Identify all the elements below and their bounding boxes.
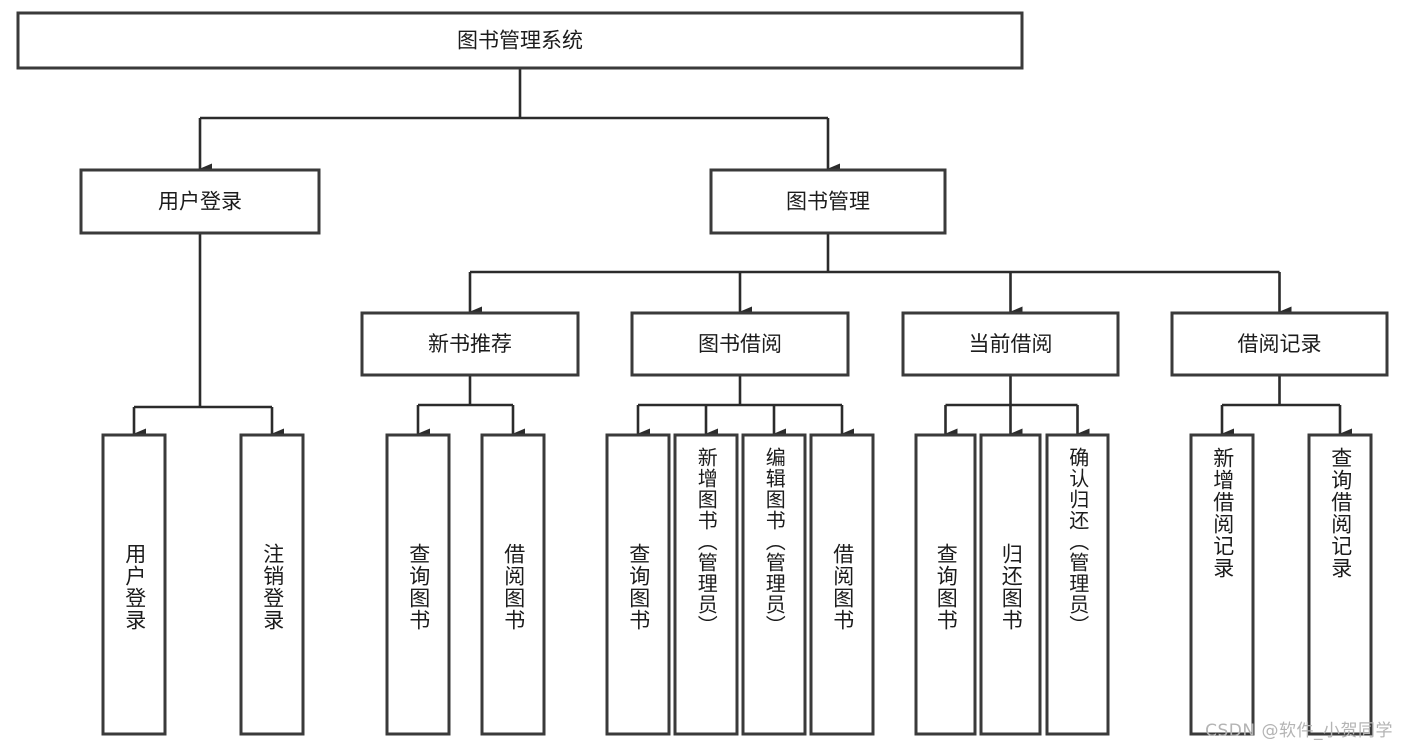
node-label: 图书管理: [786, 190, 870, 214]
leaf-node[interactable]: [741, 433, 807, 736]
node-label: 图书借阅: [698, 332, 782, 356]
watermark-text: CSDN @软件_小贺同学: [1205, 721, 1393, 741]
leaf-node[interactable]: [101, 433, 167, 736]
node-label: 图书管理系统: [457, 29, 583, 53]
leaf-node[interactable]: [480, 433, 546, 736]
level3-node-2[interactable]: 当前借阅: [901, 311, 1120, 377]
level3-node-0[interactable]: 新书推荐: [360, 311, 580, 377]
leaf-node[interactable]: [673, 433, 739, 736]
leaf-node[interactable]: [1189, 433, 1255, 736]
level2-node-book-management[interactable]: 图书管理: [709, 168, 947, 235]
leaf-node[interactable]: [1045, 433, 1110, 736]
leaf-node[interactable]: [914, 433, 977, 736]
leaf-node[interactable]: [239, 433, 305, 736]
leaf-node[interactable]: [979, 433, 1042, 736]
leaf-node[interactable]: [1307, 433, 1373, 736]
level3-node-3[interactable]: 借阅记录: [1170, 311, 1389, 377]
level3-node-1[interactable]: 图书借阅: [630, 311, 850, 377]
connectors-layer: [132, 68, 1352, 440]
leaf-node[interactable]: [385, 433, 451, 736]
level2-node-user-login[interactable]: 用户登录: [79, 168, 321, 235]
node-label: 新书推荐: [428, 332, 512, 356]
root-node-book-management-system[interactable]: 图书管理系统: [16, 11, 1024, 70]
leaf-node[interactable]: [605, 433, 671, 736]
node-label: 用户登录: [158, 190, 242, 214]
leaf-node[interactable]: [809, 433, 875, 736]
node-label: 当前借阅: [969, 332, 1053, 356]
node-label: 借阅记录: [1238, 332, 1322, 356]
